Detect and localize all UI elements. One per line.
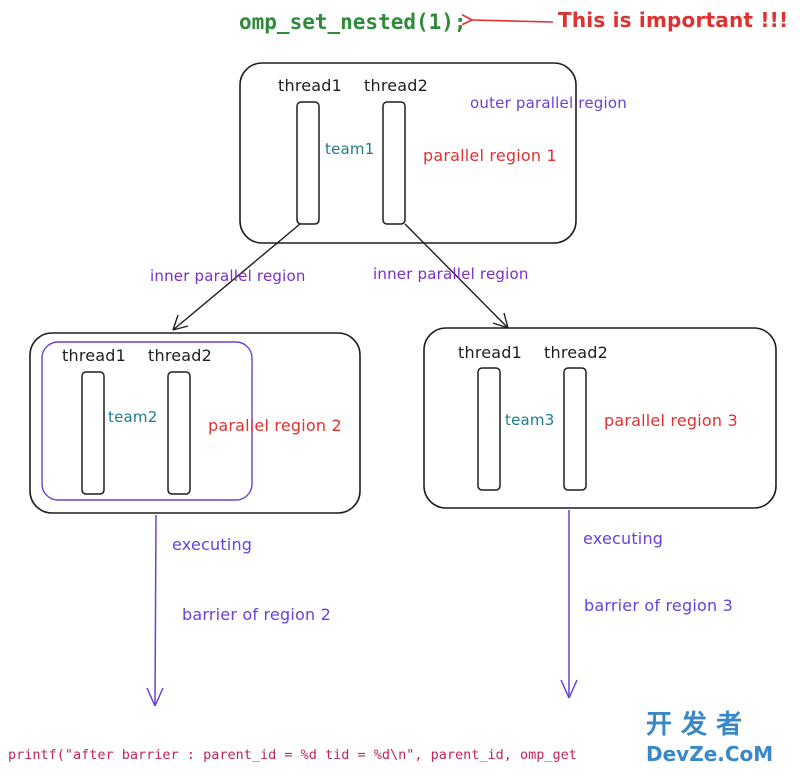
team3-label: team3 [505,411,555,429]
region3-barrier-label: barrier of region 3 [584,596,733,615]
region3-thread2-label: thread2 [544,343,609,362]
watermark-logo-cn: 开 发 者 [646,710,743,740]
right-inner-arrow [404,223,509,329]
important-note: This is important !!! [558,8,789,32]
region1-thread1-label: thread1 [278,76,343,95]
region3-thread2-bar [563,367,587,491]
omp-set-nested-call: omp_set_nested(1); [239,10,467,34]
region2-thread1-label: thread1 [62,346,127,365]
region1-thread2-label: thread2 [364,76,429,95]
region3-thread1-bar [477,367,501,491]
region1-box [239,62,577,244]
parallel-region-1-label: parallel region 1 [423,146,557,165]
region2-thread2-bar [167,371,191,495]
watermark-logo-en: DevZe.CoM [646,742,774,766]
inner-parallel-region-right-label: inner parallel region [373,265,529,283]
region2-thread2-label: thread2 [148,346,213,365]
region2-thread1-bar [81,371,105,495]
parallel-region-3-label: parallel region 3 [604,411,738,430]
parallel-region-2-label: parallel region 2 [208,416,342,435]
region1-thread2-bar [382,101,406,225]
inner-parallel-region-left-label: inner parallel region [150,267,306,285]
region2-barrier-label: barrier of region 2 [182,605,331,624]
outer-parallel-region-label: outer parallel region [470,94,627,112]
left-inner-arrow [172,223,301,331]
region3-thread1-label: thread1 [458,343,523,362]
region3-executing-label: executing [583,529,664,548]
region2-box [29,332,361,514]
region3-exec-arrow [560,510,578,699]
important-arrow [472,20,554,22]
region2-exec-arrow [146,514,164,707]
printf-code-line: printf("after barrier : parent_id = %d t… [8,747,577,763]
region3-box [423,327,777,509]
team2-label: team2 [108,408,158,426]
region1-thread1-bar [296,101,320,225]
team2-inner-box [41,341,253,501]
team1-label: team1 [325,140,375,158]
region2-executing-label: executing [172,535,253,554]
